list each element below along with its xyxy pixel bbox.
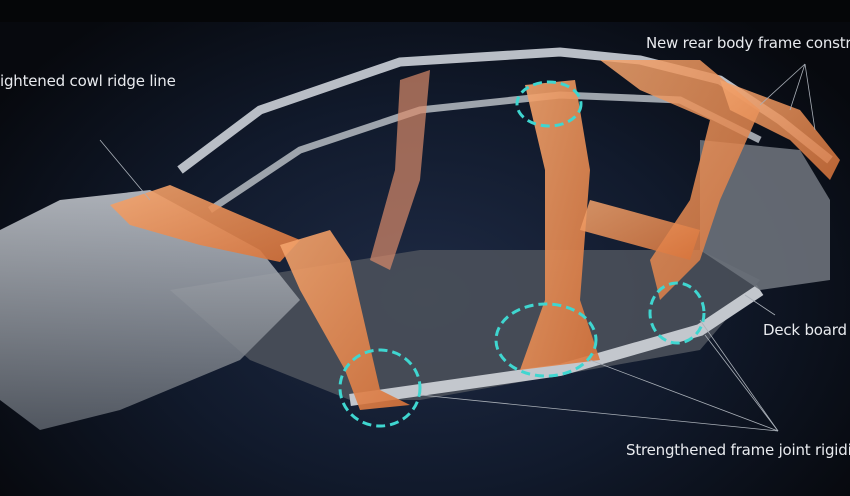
center-pillar-inner bbox=[370, 70, 430, 270]
inner-roof-rail bbox=[208, 91, 762, 213]
c-pillar bbox=[600, 60, 760, 300]
highlight-circle bbox=[515, 80, 583, 128]
label-frame-joint-rigidity: Strengthened frame joint rigidit bbox=[626, 441, 850, 459]
a-pillar bbox=[280, 230, 410, 410]
rear-cross-member bbox=[580, 200, 700, 260]
top-black-bar bbox=[0, 0, 850, 22]
b-pillar bbox=[520, 80, 600, 370]
leader-lines bbox=[99, 63, 816, 432]
label-rear-body-frame: New rear body frame constr bbox=[646, 34, 850, 52]
label-deck-board: Deck board bbox=[763, 321, 847, 339]
highlight-circle bbox=[648, 281, 706, 345]
highlight-circle bbox=[338, 348, 422, 428]
rear-frame bbox=[720, 80, 840, 180]
rear-structure bbox=[700, 140, 830, 290]
label-cowl-ridge-line: ightened cowl ridge line bbox=[0, 72, 176, 90]
highlight-circle bbox=[494, 302, 598, 378]
cowl-ridge bbox=[110, 185, 300, 262]
side-sill bbox=[349, 285, 764, 406]
